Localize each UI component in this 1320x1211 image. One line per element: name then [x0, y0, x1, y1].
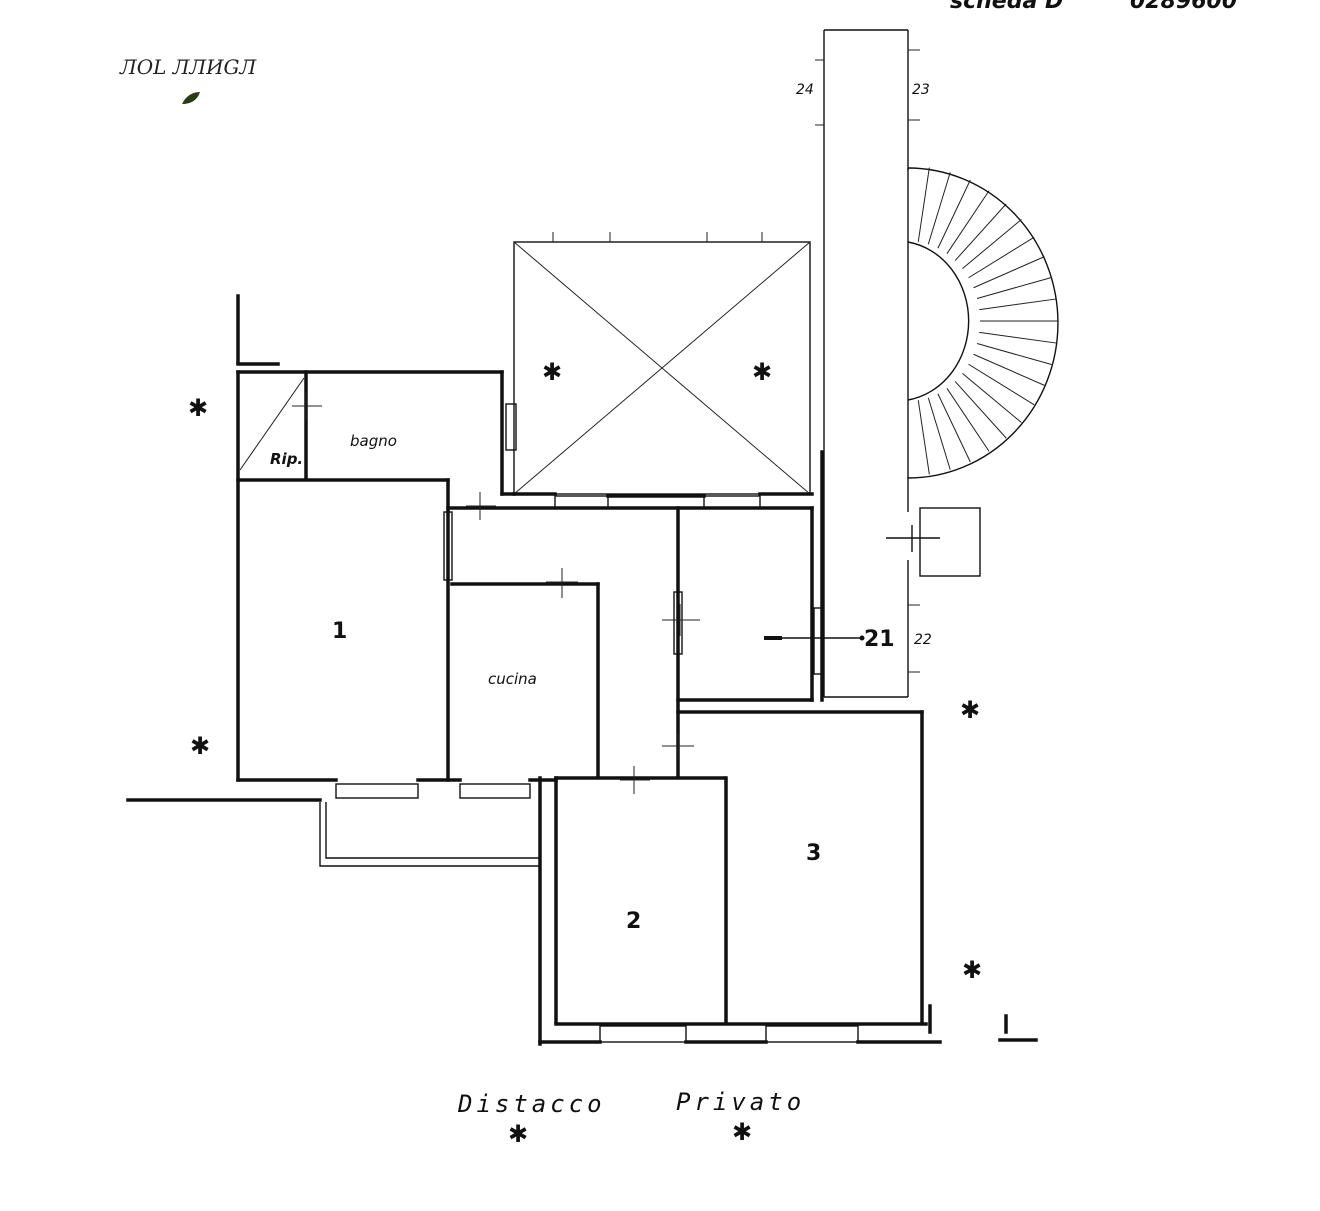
stair-tread: [962, 373, 1022, 423]
rip-label: Rip.: [270, 450, 303, 468]
stair-tread: [927, 397, 951, 470]
stair-tread: [917, 400, 930, 475]
door-markers: [292, 392, 700, 794]
room-2-label: 2: [626, 909, 641, 934]
corridor-strip: [815, 29, 920, 698]
stair-tread: [937, 179, 971, 249]
stair-tread: [973, 353, 1045, 386]
stair-tread: [968, 236, 1035, 279]
star-marker: ✱: [962, 956, 982, 984]
stair-tread: [946, 388, 990, 452]
arrow-marker-21: [764, 635, 865, 641]
walls: [126, 294, 1038, 1046]
stair-tread: [979, 298, 1057, 311]
number-22: 22: [914, 632, 932, 648]
stair-tread: [946, 190, 990, 254]
stair-tread: [954, 381, 1007, 439]
star-marker: ✱: [752, 358, 772, 386]
spiral-staircase: [907, 167, 1059, 479]
room-1-label: 1: [332, 619, 347, 644]
star-marker: ✱: [188, 394, 208, 422]
star-marker: ✱: [190, 732, 210, 760]
utility-box: [919, 507, 981, 577]
star-marker: ✱: [542, 358, 562, 386]
stair-tread: [962, 219, 1022, 269]
stair-tread: [954, 203, 1007, 261]
star-marker: ✱: [732, 1118, 752, 1146]
stair-tread: [976, 276, 1053, 299]
handwritten-note: ЛОL ЛЛИGЛ: [119, 55, 258, 79]
windows: [319, 403, 859, 1043]
stair-tread: [976, 343, 1053, 366]
star-marker: ✱: [960, 696, 980, 724]
stair-tread: [917, 167, 930, 242]
stair-tread: [937, 393, 971, 463]
leaf-mark-icon: [182, 92, 200, 104]
scheda-number: 0289600: [1130, 0, 1237, 14]
courtyard: [513, 232, 811, 495]
room-3-label: 3: [806, 841, 821, 866]
stair-tread: [927, 172, 951, 245]
privato-label: Privato: [676, 1088, 805, 1116]
number-24: 24: [796, 82, 814, 98]
number-23: 23: [912, 82, 930, 98]
stair-tread: [968, 363, 1035, 406]
stair-tread: [973, 256, 1045, 289]
distacco-label: Distacco: [457, 1090, 606, 1118]
stair-tread: [979, 331, 1057, 344]
scheda-label: scheda D: [950, 0, 1063, 14]
star-marker: ✱: [508, 1120, 528, 1148]
bagno-label: bagno: [350, 432, 397, 450]
cucina-label: cucina: [488, 670, 537, 688]
number-21: 21: [864, 627, 895, 652]
